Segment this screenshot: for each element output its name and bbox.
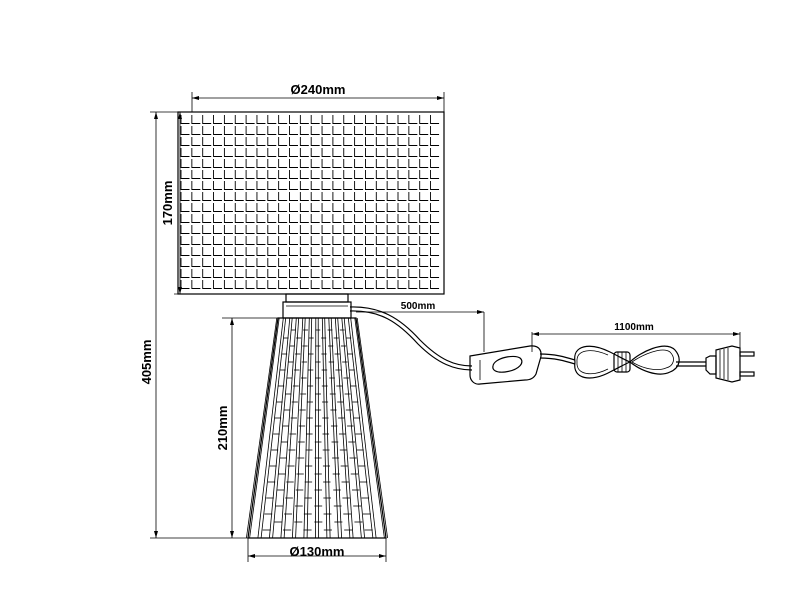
base-outline (247, 317, 387, 539)
euro-plug (705, 345, 755, 383)
shade-height-label: 170mm (160, 181, 175, 226)
power-cable (349, 306, 755, 385)
lamp-socket (282, 293, 352, 319)
base-diameter-label: Ø130mm (290, 544, 345, 559)
inline-switch (469, 345, 542, 385)
base-height-label: 210mm (215, 406, 230, 451)
lamp-shade (177, 111, 445, 295)
shade-diameter-label: Ø240mm (291, 82, 346, 97)
dimension-lines (150, 92, 741, 562)
base-pattern (246, 317, 388, 539)
shade-pattern (180, 115, 440, 289)
switch-cable-length-label: 500mm (401, 301, 436, 312)
dimension-labels: Ø240mm 170mm 405mm 210mm Ø130mm 500mm 11… (139, 82, 654, 559)
cable-coil (574, 345, 680, 379)
lamp-base (246, 317, 388, 539)
total-height-label: 405mm (139, 340, 154, 385)
plug-cable-length-label: 1100mm (614, 322, 654, 333)
